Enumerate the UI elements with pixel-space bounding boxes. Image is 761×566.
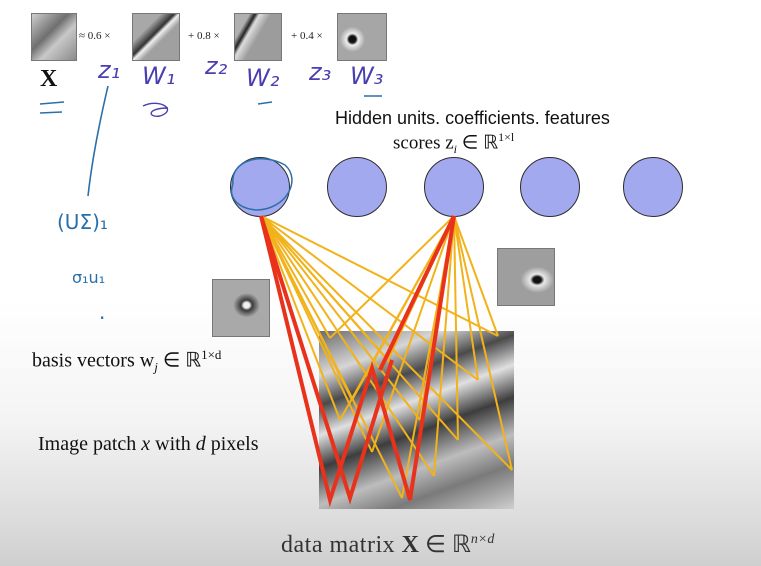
approx-coefficient-1: ≈ 0.6 × bbox=[79, 30, 111, 42]
handwritten-stroke-line bbox=[87, 85, 109, 197]
red-connection-line bbox=[259, 215, 394, 505]
handwritten-w1: W₁ bbox=[142, 62, 176, 90]
handwritten-z2: z₂ bbox=[205, 52, 228, 80]
handwritten-underline-x bbox=[39, 101, 65, 114]
handwritten-note-sigma-u: σ₁u₁ bbox=[72, 268, 106, 287]
yellow-connection-line bbox=[453, 215, 459, 441]
yellow-connection-line bbox=[260, 215, 435, 477]
patch-label-x: x bbox=[141, 433, 151, 455]
hidden-unit-1 bbox=[230, 157, 290, 217]
yellow-connection-line bbox=[453, 215, 513, 471]
basis-patch-w1 bbox=[132, 13, 180, 61]
scores-subscript: i bbox=[453, 142, 458, 157]
scores-label: scores zi ∈ ℝ1×l bbox=[393, 130, 514, 157]
yellow-connection-line bbox=[433, 215, 455, 477]
patch-label-d: d bbox=[195, 433, 206, 455]
basis-patch-right bbox=[497, 248, 555, 306]
basis-subscript: j bbox=[154, 359, 158, 375]
image-patch-x bbox=[31, 13, 77, 61]
handwritten-underline-w2 bbox=[257, 101, 273, 105]
red-connection-line bbox=[378, 215, 456, 371]
image-patch-label: Image patch x with d pixels bbox=[38, 433, 259, 456]
basis-superscript: 1×d bbox=[201, 347, 222, 362]
plus-coefficient-3: + 0.4 × bbox=[291, 30, 323, 42]
data-matrix-text: data matrix bbox=[281, 532, 402, 558]
patch-label-mid: with bbox=[150, 433, 196, 455]
data-matrix-caption: data matrix X ∈ ℝn×d bbox=[281, 530, 494, 559]
data-matrix-superscript: n×d bbox=[470, 532, 495, 547]
handwritten-dot: · bbox=[99, 306, 106, 330]
handwritten-underline-w1 bbox=[142, 102, 169, 117]
plus-coefficient-2: + 0.8 × bbox=[188, 30, 220, 42]
basis-patch-w3 bbox=[337, 13, 387, 61]
data-matrix-x-label: X bbox=[40, 66, 58, 92]
patch-label-pre: Image patch bbox=[38, 433, 142, 455]
handwritten-z3: z₃ bbox=[309, 58, 332, 86]
hidden-unit-5 bbox=[623, 157, 683, 217]
yellow-connection-line bbox=[260, 215, 479, 381]
basis-in: ∈ ℝ bbox=[157, 349, 202, 372]
handwritten-note-u-sigma: (UΣ)₁ bbox=[57, 210, 108, 234]
basis-patch-w2 bbox=[234, 13, 282, 61]
hidden-unit-4 bbox=[520, 157, 580, 217]
yellow-connection-line bbox=[260, 215, 499, 337]
yellow-connection-line bbox=[260, 215, 403, 499]
data-matrix-x: X bbox=[401, 532, 419, 558]
scores-text: scores z bbox=[393, 132, 454, 154]
hidden-unit-2 bbox=[327, 157, 387, 217]
scores-in: ∈ ℝ bbox=[457, 132, 499, 154]
yellow-connection-line bbox=[260, 215, 373, 453]
data-matrix-in: ∈ ℝ bbox=[418, 532, 471, 558]
yellow-connection-line bbox=[260, 215, 513, 471]
basis-patch-left bbox=[212, 279, 270, 337]
handwritten-circle-node1 bbox=[230, 158, 293, 211]
yellow-connection-line bbox=[260, 215, 421, 421]
yellow-connection-line bbox=[453, 215, 479, 381]
yellow-connection-line bbox=[453, 215, 499, 337]
yellow-connection-line bbox=[260, 215, 331, 339]
handwritten-z1: z₁ bbox=[98, 56, 121, 84]
yellow-connection-line bbox=[260, 215, 341, 421]
red-connection-line bbox=[259, 215, 456, 508]
handwritten-w2: W₂ bbox=[246, 64, 280, 92]
handwritten-w3: W₃ bbox=[350, 62, 384, 90]
scores-superscript: 1×l bbox=[498, 130, 515, 144]
patch-label-post: pixels bbox=[205, 433, 259, 455]
yellow-connection-line bbox=[260, 215, 389, 361]
yellow-connection-line bbox=[339, 215, 455, 421]
hidden-unit-3 bbox=[424, 157, 484, 217]
basis-vectors-label: basis vectors wj ∈ ℝ1×d bbox=[32, 347, 221, 376]
hidden-units-title: Hidden units. coefficients. features bbox=[335, 108, 610, 128]
basis-text: basis vectors w bbox=[32, 349, 155, 372]
